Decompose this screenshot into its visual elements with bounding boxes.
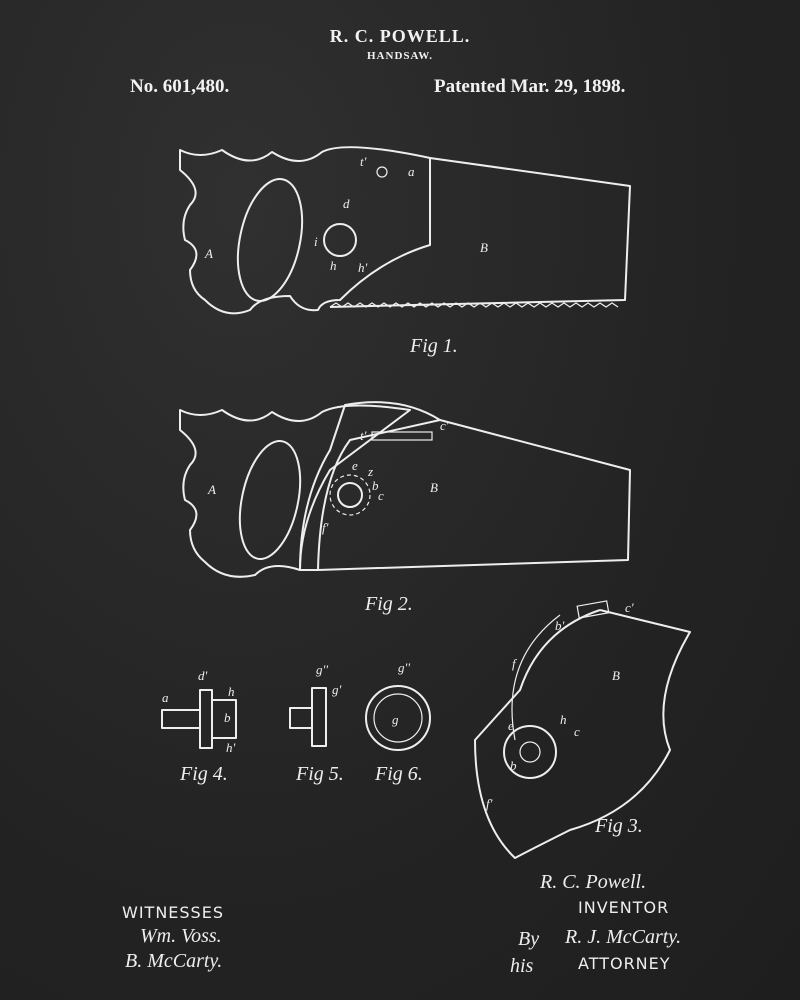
- fig4-label: h': [226, 740, 236, 755]
- figure-1: t' a d i h h' A B Fig 1.: [179, 146, 631, 357]
- fig3-label: b: [510, 758, 517, 773]
- fig1-screw: [323, 223, 357, 257]
- by-text: By: [518, 928, 539, 950]
- fig2-label: B: [430, 480, 438, 495]
- fig2-label: z: [367, 464, 373, 479]
- fig5-thread: [289, 707, 313, 729]
- fig4-caption: Fig 4.: [179, 763, 228, 785]
- fig1-caption: Fig 1.: [409, 335, 458, 357]
- fig1-grip-hole: [236, 178, 304, 302]
- fig1-blade: [329, 157, 631, 308]
- fig2-label: t': [360, 428, 367, 443]
- fig3-label: f': [486, 796, 493, 811]
- fig6-disc: [365, 685, 431, 751]
- patent-number: No. 601,480.: [130, 76, 230, 97]
- fig3-outline: [474, 609, 691, 859]
- fig2-hatched-joint: [299, 401, 441, 571]
- fig2-label: c: [378, 488, 384, 503]
- fig5-caption: Fig 5.: [295, 763, 344, 785]
- fig4-shaft: [161, 709, 201, 729]
- fig2-caption: Fig 2.: [364, 593, 413, 615]
- fig1-rivet: [376, 166, 388, 178]
- fig1-handle: [179, 146, 431, 315]
- fig3-screw-inner: [519, 741, 541, 763]
- fig3-label: b': [555, 618, 565, 633]
- figure-5: g'' g' Fig 5.: [289, 662, 344, 785]
- fig4-label: d': [198, 668, 208, 683]
- fig2-label: f': [322, 520, 329, 535]
- fig2-label: c': [440, 418, 449, 433]
- fig3-label: c: [574, 724, 580, 739]
- fig1-label: h: [330, 258, 337, 273]
- fig2-label: e: [352, 458, 358, 473]
- his-text: his: [510, 955, 534, 977]
- fig6-label: g: [392, 712, 399, 727]
- fig2-handle: [179, 404, 411, 578]
- fig3-label: c': [625, 600, 634, 615]
- fig3-screw: [503, 725, 557, 779]
- witnesses-label: WITNESSES: [122, 903, 224, 922]
- fig1-label: i: [314, 234, 318, 249]
- fig3-label: f: [512, 656, 518, 671]
- fig4-head: [199, 689, 213, 749]
- fig1-teeth: [329, 302, 619, 308]
- inventor-signature: R. C. Powell.: [539, 871, 646, 893]
- fig5-label: g': [332, 682, 342, 697]
- fig1-label: a: [408, 164, 415, 179]
- fig3-label: e: [508, 718, 514, 733]
- patent-title: HANDSAW.: [367, 50, 433, 62]
- fig4-label: a: [162, 690, 169, 705]
- fig2-screw-outer: [329, 474, 371, 516]
- fig4-label: b: [224, 710, 231, 725]
- attorney-signature: R. J. McCarty.: [564, 926, 681, 948]
- fig3-arc: [511, 614, 561, 741]
- fig1-label: h': [358, 260, 368, 275]
- fig3-caption: Fig 3.: [594, 815, 643, 837]
- figure-2: c' t' e z b c f' A B Fig 2.: [179, 401, 631, 615]
- figure-4: d' a h b h' Fig 4.: [161, 668, 237, 785]
- witness-signature-1: Wm. Voss.: [140, 925, 222, 947]
- figure-3: c' b' f B e h c b f' Fig 3.: [474, 600, 691, 859]
- patent-date: Patented Mar. 29, 1898.: [434, 76, 626, 97]
- fig4-label: h: [228, 684, 235, 699]
- fig2-label: b: [372, 478, 379, 493]
- fig6-label: g'': [398, 660, 410, 675]
- fig4-body: [211, 699, 237, 739]
- fig3-label: B: [612, 668, 620, 683]
- figure-6: g'' g Fig 6.: [365, 660, 431, 785]
- fig1-label: t': [360, 154, 367, 169]
- fig1-label: B: [480, 240, 488, 255]
- fig5-label: g'': [316, 662, 328, 677]
- fig3-slot: [576, 600, 610, 619]
- fig2-blade: [317, 419, 631, 571]
- fig2-grip-hole: [238, 440, 302, 560]
- fig6-disc-inner: [373, 693, 423, 743]
- fig2-label: A: [207, 482, 216, 497]
- attorney-label: ATTORNEY: [578, 954, 671, 973]
- fig5-head: [311, 687, 327, 747]
- inventor-name: R. C. POWELL.: [329, 26, 471, 46]
- fig6-caption: Fig 6.: [374, 763, 423, 785]
- witness-signature-2: B. McCarty.: [125, 950, 222, 972]
- fig1-label: d: [343, 196, 350, 211]
- inventor-label: INVENTOR: [578, 898, 669, 917]
- fig1-label: A: [204, 246, 213, 261]
- fig2-slot: [371, 431, 433, 441]
- fig3-label: h: [560, 712, 567, 727]
- fig2-screw: [337, 482, 363, 508]
